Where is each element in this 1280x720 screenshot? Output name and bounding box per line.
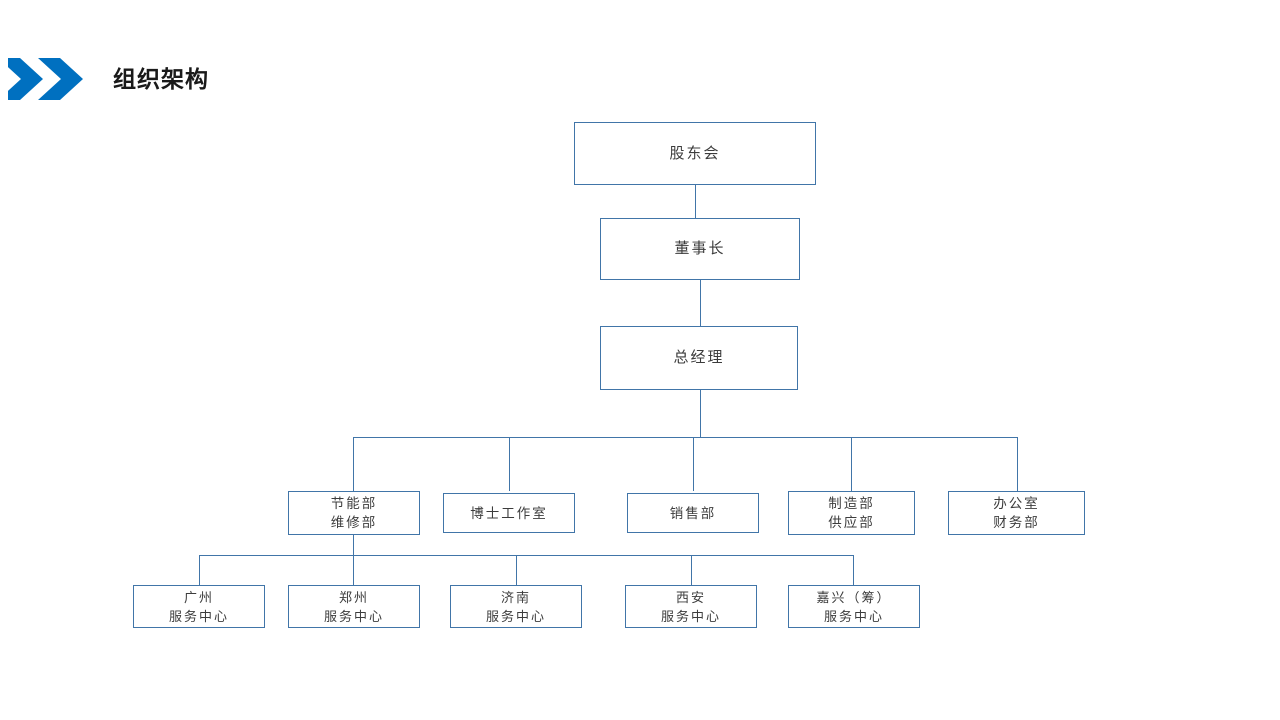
- org-node-label: 销售部: [669, 505, 717, 521]
- connector-drop-doctoral-studio: [509, 437, 510, 491]
- org-node-label-line2: 服务中心: [485, 608, 546, 624]
- org-node-shareholders[interactable]: 股东会: [574, 122, 816, 185]
- org-node-office-finance[interactable]: 办公室 财务部: [948, 491, 1085, 535]
- org-node-guangzhou-service-center[interactable]: 广州 服务中心: [133, 585, 265, 628]
- connector-drop-jiaxing: [853, 555, 854, 585]
- org-node-manufacturing-supply[interactable]: 制造部 供应部: [788, 491, 915, 535]
- connector-chairman-general-manager: [700, 280, 701, 326]
- connector-shareholders-chairman: [695, 185, 696, 218]
- org-node-label-line2: 供应部: [828, 515, 875, 530]
- connector-service-center-bus: [199, 555, 854, 556]
- org-node-label-line1: 办公室: [993, 496, 1040, 511]
- page-title: 组织架构: [113, 66, 209, 92]
- org-node-label-line2: 财务部: [993, 515, 1040, 530]
- org-node-label-line2: 服务中心: [823, 608, 884, 624]
- org-node-label: 董事长: [674, 240, 726, 257]
- connector-drop-jinan: [516, 555, 517, 585]
- connector-drop-office-finance: [1017, 437, 1018, 491]
- org-node-energy-maintenance[interactable]: 节能部 维修部: [288, 491, 420, 535]
- connector-department-bus: [353, 437, 1017, 438]
- org-node-label-line2: 服务中心: [168, 608, 229, 624]
- org-node-zhengzhou-service-center[interactable]: 郑州 服务中心: [288, 585, 420, 628]
- connector-drop-xian: [691, 555, 692, 585]
- org-node-jiaxing-service-center[interactable]: 嘉兴（筹） 服务中心: [788, 585, 920, 628]
- connector-energy-maintenance-stem: [353, 535, 354, 555]
- connector-drop-manufacturing-supply: [851, 437, 852, 491]
- connector-general-manager-stem: [700, 390, 701, 437]
- connector-drop-energy-maintenance: [353, 437, 354, 491]
- org-node-label: 总经理: [673, 349, 725, 366]
- org-node-label-line1: 嘉兴（筹）: [816, 589, 892, 605]
- org-node-label-line2: 服务中心: [323, 608, 384, 624]
- org-node-xian-service-center[interactable]: 西安 服务中心: [625, 585, 757, 628]
- connector-drop-guangzhou: [199, 555, 200, 585]
- org-node-label-line2: 服务中心: [660, 608, 721, 624]
- org-node-jinan-service-center[interactable]: 济南 服务中心: [450, 585, 582, 628]
- org-node-label-line1: 郑州: [338, 589, 369, 605]
- org-node-label-line1: 广州: [183, 589, 214, 605]
- org-node-sales[interactable]: 销售部: [627, 493, 759, 533]
- org-node-label: 股东会: [669, 144, 721, 162]
- connector-drop-sales: [693, 437, 694, 491]
- double-chevron-right-icon: [0, 58, 88, 100]
- slide-header: 组织架构: [0, 46, 1280, 106]
- org-node-label: 博士工作室: [470, 505, 548, 521]
- connector-drop-zhengzhou: [353, 555, 354, 585]
- org-node-general-manager[interactable]: 总经理: [600, 326, 798, 390]
- org-node-label-line1: 节能部: [330, 496, 378, 511]
- org-node-label-line1: 济南: [500, 589, 531, 605]
- org-node-label-line1: 制造部: [828, 496, 875, 511]
- org-node-label-line2: 维修部: [330, 515, 378, 530]
- org-node-chairman[interactable]: 董事长: [600, 218, 800, 280]
- org-node-doctoral-studio[interactable]: 博士工作室: [443, 493, 575, 533]
- org-node-label-line1: 西安: [675, 589, 706, 605]
